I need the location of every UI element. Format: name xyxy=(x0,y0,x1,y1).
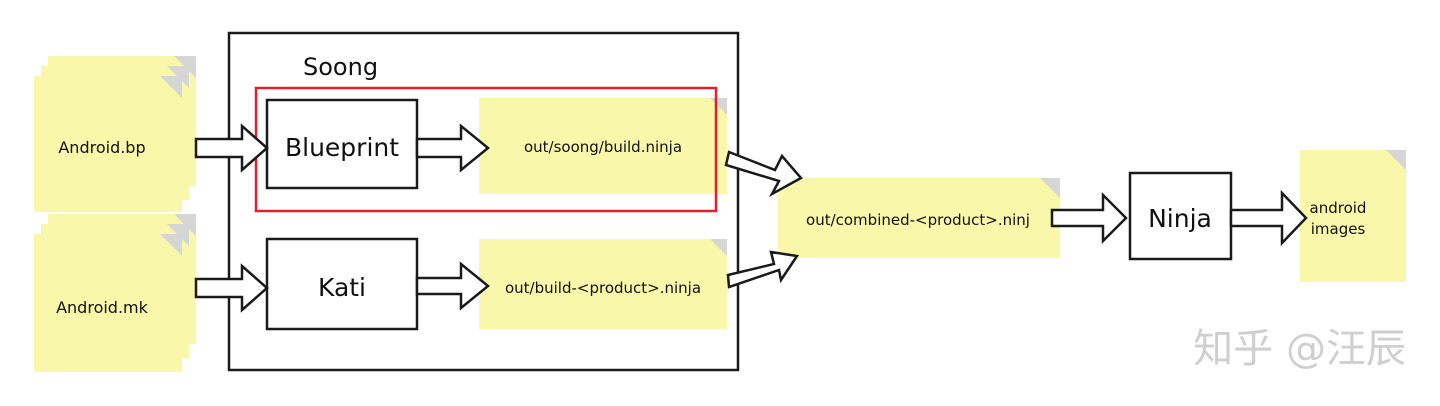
arrow-kati-to-product-ninja xyxy=(415,261,490,311)
kati-box: Kati xyxy=(265,237,419,331)
arrow-soong-ninja-to-combined xyxy=(724,150,803,198)
android-images-note: android images xyxy=(1300,150,1406,282)
arrow-ninja-to-images xyxy=(1229,189,1308,247)
combined-ninja-note: out/combined-<product>.ninj xyxy=(778,178,1060,258)
product-ninja-label: out/build-<product>.ninja xyxy=(505,279,701,297)
arrow-blueprint-to-soong-ninja xyxy=(415,123,490,173)
soong-build-ninja-note: out/soong/build.ninja xyxy=(479,98,727,194)
ninja-box: Ninja xyxy=(1128,171,1233,261)
combined-ninja-label: out/combined-<product>.ninj xyxy=(806,211,1030,229)
android-mk-note-stack: Android.mk xyxy=(34,214,196,372)
arrow-mk-to-kati xyxy=(194,263,269,313)
android-images-label-line2: images xyxy=(1311,220,1366,238)
android-images-label-line1: android xyxy=(1310,199,1367,217)
watermark: 知乎 @汪辰 xyxy=(1193,326,1406,372)
android-bp-note-stack: Android.bp xyxy=(34,56,196,212)
android-mk-label: Android.mk xyxy=(56,298,149,317)
arrow-combined-to-ninja xyxy=(1050,191,1128,245)
blueprint-label: Blueprint xyxy=(285,133,399,162)
soong-build-ninja-label: out/soong/build.ninja xyxy=(524,138,682,156)
ninja-label: Ninja xyxy=(1148,204,1212,233)
kati-label: Kati xyxy=(318,273,366,302)
arrow-product-ninja-to-combined xyxy=(726,250,800,289)
android-bp-label: Android.bp xyxy=(58,138,145,157)
blueprint-box: Blueprint xyxy=(265,98,419,190)
soong-container xyxy=(227,31,740,372)
arrow-bp-to-blueprint xyxy=(194,123,269,173)
soong-title: Soong xyxy=(303,53,378,81)
product-ninja-note: out/build-<product>.ninja xyxy=(479,239,727,329)
